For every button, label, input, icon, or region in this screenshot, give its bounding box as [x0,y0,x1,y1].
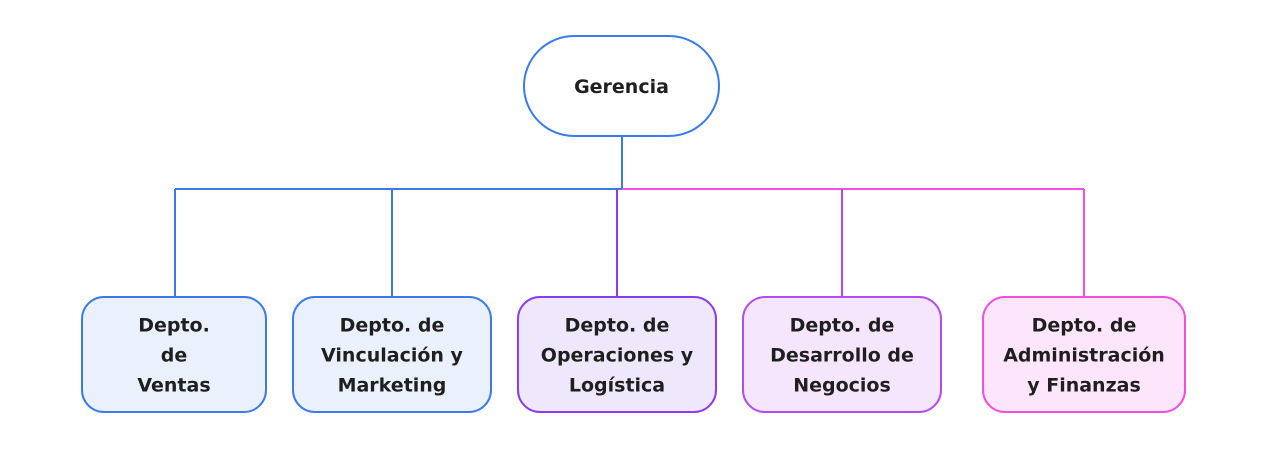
node-desarrollo-negocios-label-line: Desarrollo de [770,345,914,367]
node-administracion-finanzas-label-line: Depto. de [1032,315,1137,337]
node-administracion-finanzas-label-line: Administración [1003,345,1165,367]
node-ventas-label-line: Ventas [137,375,210,397]
node-vinculacion-marketing-label-line: Vinculación y [321,345,464,367]
node-gerencia[interactable]: Gerencia [523,35,720,137]
node-vinculacion-marketing-label-line: Marketing [338,375,447,397]
node-desarrollo-negocios[interactable]: Depto. de Desarrollo de Negocios [742,296,942,413]
node-gerencia-label: Gerencia [574,76,669,98]
node-operaciones-logistica-label-line: Logística [569,375,665,397]
node-ventas-label-line: Depto. [138,315,210,337]
node-vinculacion-marketing-shape [292,296,492,413]
node-gerencia-shape [523,35,720,137]
node-vinculacion-marketing[interactable]: Depto. de Vinculación y Marketing [292,296,492,413]
node-vinculacion-marketing-label-line: Depto. de [340,315,445,337]
node-administracion-finanzas-shape [982,296,1186,413]
node-desarrollo-negocios-shape [742,296,942,413]
node-desarrollo-negocios-label-line: Depto. de [790,315,895,337]
node-operaciones-logistica-label-line: Depto. de [565,315,670,337]
node-operaciones-logistica[interactable]: Depto. de Operaciones y Logística [517,296,717,413]
node-administracion-finanzas[interactable]: Depto. de Administración y Finanzas [982,296,1186,413]
node-ventas-shape [81,296,267,413]
connectors [174,136,1085,297]
node-operaciones-logistica-label-line: Operaciones y [541,345,694,367]
node-administracion-finanzas-label-line: y Finanzas [1027,375,1141,397]
node-ventas-label-line: de [161,345,188,367]
node-desarrollo-negocios-label-line: Negocios [793,375,891,397]
node-operaciones-logistica-shape [517,296,717,413]
